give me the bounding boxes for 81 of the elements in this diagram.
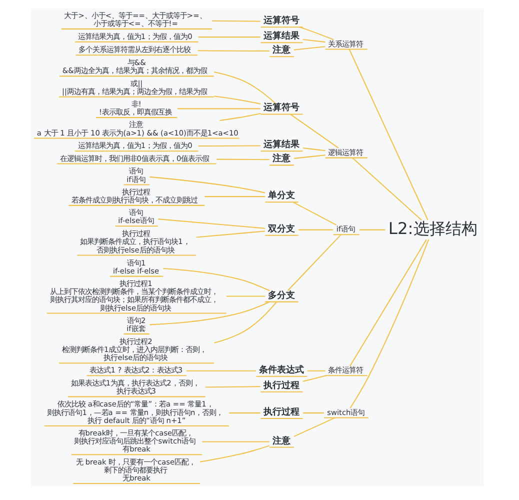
connector: [200, 445, 270, 462]
connector: [149, 301, 270, 326]
connector: [348, 49, 428, 220]
node-text: 语句 if-else语句: [118, 208, 154, 226]
connector: [302, 38, 325, 43]
connector: [202, 441, 269, 442]
node-text: 注意: [272, 46, 290, 56]
node-text: 双分支: [268, 224, 295, 234]
connector: [293, 154, 325, 159]
connector: [292, 202, 336, 226]
node-text: 语句1 if-else if-else: [112, 258, 159, 276]
node-text: 非! !表示取反，即真假互换: [98, 99, 172, 117]
node-text: L2:选择结构: [388, 218, 477, 238]
node-text: 在逻辑运算时，我们用非0值表示真，0值表示假: [59, 154, 209, 163]
connector: [302, 412, 324, 414]
connector: [213, 72, 275, 104]
connector: [298, 229, 333, 230]
node-text: 语句2 if嵌套: [126, 316, 146, 333]
connector: [228, 412, 260, 414]
node-text: 运算符号: [263, 103, 300, 114]
connector: [302, 375, 326, 382]
connector: [198, 36, 260, 38]
connector: [306, 370, 325, 372]
connector: [302, 148, 325, 152]
node-text: 条件表达式: [258, 365, 304, 376]
connector: [214, 302, 276, 344]
connector: [212, 20, 260, 22]
node-text: 或|| ||两边有真，结果为真；两边全为假，结果为假: [62, 78, 206, 96]
node-text: 执行过程: [263, 380, 300, 391]
node-text: 如果表达式1为真，执行表达式2，否则，执行表达式3: [70, 378, 199, 396]
connector: [286, 234, 341, 292]
node-text: 多分支: [268, 290, 295, 301]
connector: [204, 196, 265, 198]
node-text: 条件运算符: [328, 366, 363, 375]
node-text: 大于>、小于<、等于==、大于或等于>=、小于或等于<=、不等于!=: [64, 10, 206, 28]
connector: [293, 417, 335, 437]
connector: [226, 296, 265, 297]
connector: [349, 239, 426, 366]
node-text: 注意: [272, 154, 290, 164]
node-text: 执行过程 如果判断条件成立，执行语句块1，否则执行else后的语句块: [80, 229, 190, 254]
node-text: 注意: [272, 436, 290, 446]
node-text: 运算结果: [263, 140, 300, 150]
node-text: if语句: [336, 224, 355, 234]
node-text: 运算结果为真，值为1；为假，值为0: [77, 141, 192, 150]
node-text: 依次比较 a和case后的“常量”：若a == 常量1，则执行语句1，—若a == 常量n，则执行语句n，否则，执行 default 后的“语句 n+1”: [46, 400, 223, 425]
node-text: 关系运算符: [328, 39, 363, 48]
connector: [214, 96, 260, 104]
connector: [299, 26, 334, 40]
connector: [216, 158, 269, 160]
node-text: 无 break 时，只要有一个case匹配，剩下的语句都要执行 无break: [76, 457, 196, 483]
connector: [352, 158, 422, 220]
node-text: 表达式1 ? 表达式2 : 表达式3: [89, 366, 182, 375]
connector: [293, 46, 325, 50]
connector: [198, 145, 260, 147]
node-text: 语句 if语句: [126, 166, 145, 184]
connector: [219, 112, 260, 121]
node-text: 注意 a 大于 1 且小于 10 表示为(a>1) && (a<10)而不是1<a<10: [36, 120, 238, 138]
node-text: 逻辑运算符: [328, 148, 363, 157]
connector: [158, 218, 265, 229]
node-text: switch语句: [326, 408, 364, 417]
node-text: 有break时，一旦有某个case匹配，则执行对应语句后跳出整个switch语句 有break: [74, 428, 196, 454]
connector: [149, 176, 265, 194]
connector: [358, 229, 385, 230]
connector: [196, 230, 265, 238]
connector: [186, 370, 256, 372]
node-text: 多个关系运算符需从左到右逐个比较: [78, 45, 190, 54]
connector: [197, 50, 269, 52]
connector: [349, 239, 429, 408]
node-text: 运算符号: [263, 16, 300, 26]
connector: [176, 108, 260, 110]
node-text: 与&& &&两边全为真，结果为真；其余情况，都为假: [62, 58, 206, 76]
connector: [290, 114, 338, 149]
node-text: 执行过程1 从上到下依次检测判断条件，当某个判断条件成立时，则执行其对应的语句块；如果所有判断条件都不成立，则执行else后的语句块: [49, 278, 218, 312]
connector: [204, 386, 260, 388]
connector: [162, 268, 270, 292]
node-text: 单分支: [268, 191, 295, 202]
node-text: 执行过程: [263, 407, 300, 418]
node-text: 执行过程2 检测判断条件1成立时，进入内层判断：否则，执行else后的语句块: [62, 336, 206, 362]
node-text: 运算结果: [263, 32, 300, 42]
node-text: 运算结果为真，值为1；为假，值为0: [77, 32, 192, 41]
node-text: 执行过程 若条件成立则执行语句块，不成立则跳过: [71, 187, 198, 204]
